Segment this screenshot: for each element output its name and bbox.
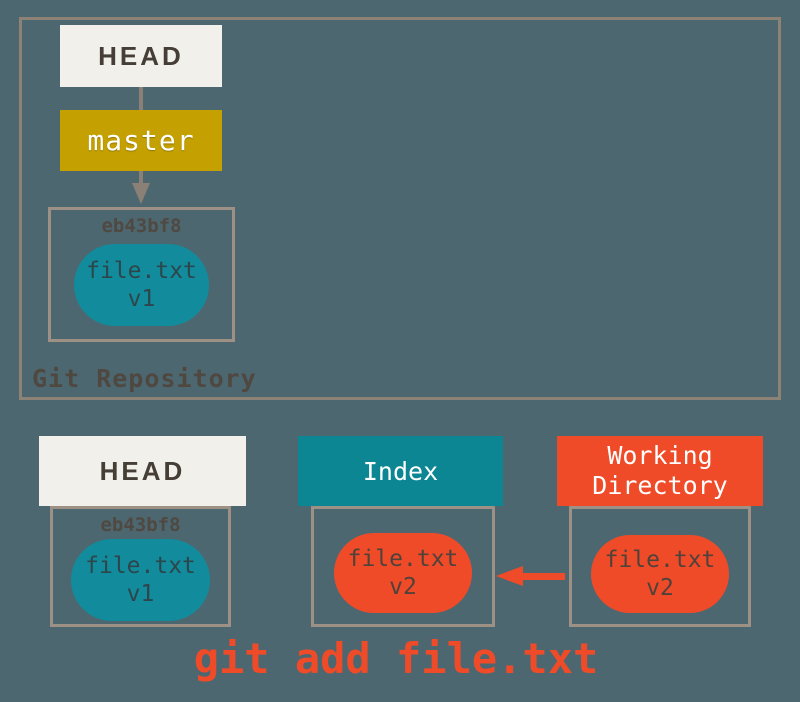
blob-file-name: file.txt	[347, 546, 459, 572]
working-directory-column-title: Working Directory	[592, 441, 728, 500]
index-column-header: Index	[298, 436, 503, 506]
command-caption: git add file.txt	[193, 634, 599, 683]
head-to-master-connector	[139, 87, 143, 110]
git-repository-box	[19, 17, 781, 400]
file-blob-index-v2: file.txt v2	[334, 533, 472, 613]
blob-file-name: file.txt	[86, 258, 197, 284]
add-arrowhead-icon	[496, 566, 523, 586]
commit-box: eb43bf8 file.txt v1	[48, 207, 235, 342]
working-directory-snapshot-box: file.txt v2	[569, 506, 751, 627]
blob-file-version: v2	[646, 575, 674, 601]
head-snapshot-box: eb43bf8 file.txt v1	[50, 506, 231, 627]
head-ref-box: HEAD	[60, 25, 222, 87]
blob-file-version: v2	[389, 574, 417, 600]
head-column-header: HEAD	[39, 436, 246, 506]
master-branch-box: master	[60, 110, 222, 171]
head-snapshot-hash: eb43bf8	[100, 514, 181, 536]
commit-hash: eb43bf8	[101, 215, 182, 237]
working-directory-column-header: Working Directory	[557, 436, 763, 506]
index-column-title: Index	[362, 456, 439, 486]
index-snapshot-box: file.txt v2	[311, 506, 495, 627]
master-to-commit-arrowhead-icon	[132, 183, 150, 204]
master-to-commit-arrow-line	[139, 171, 143, 184]
file-blob-repo-v1: file.txt v1	[74, 244, 209, 326]
blob-file-version: v1	[127, 286, 156, 312]
file-blob-working-v2: file.txt v2	[591, 535, 729, 613]
git-repository-label: Git Repository	[32, 364, 257, 393]
master-branch-label: master	[87, 124, 195, 157]
file-blob-head-v1: file.txt v1	[71, 539, 210, 621]
blob-file-name: file.txt	[604, 547, 716, 573]
head-column-title: HEAD	[99, 455, 186, 486]
blob-file-version: v1	[126, 581, 155, 607]
blob-file-name: file.txt	[85, 553, 196, 579]
head-ref-label: HEAD	[98, 40, 184, 71]
add-arrow-line	[521, 573, 565, 580]
